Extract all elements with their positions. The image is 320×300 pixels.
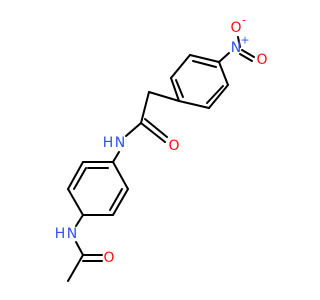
ring1-bond-6-inner xyxy=(175,79,184,98)
ring2-n-bond xyxy=(75,214,84,227)
ring2-bond-5-inner xyxy=(73,167,87,190)
aminophenyl-ring xyxy=(67,161,129,216)
acetyl-methyl-bond xyxy=(67,254,84,282)
nitrophenyl-ring xyxy=(170,54,229,109)
acetamido-n-label: N xyxy=(67,226,77,242)
ring1-bond-4-inner xyxy=(206,85,224,104)
nitro-n-label: N xyxy=(231,40,241,56)
nitro-n-o1-bond xyxy=(237,36,241,48)
nitro-n-charge: + xyxy=(240,34,249,47)
nitro-o2-label: O xyxy=(256,52,267,68)
nitro-o1-charge: - xyxy=(242,14,246,27)
ring1-bond-1 xyxy=(170,54,191,79)
ring2-bond-4 xyxy=(67,188,84,216)
ring1-bond-3 xyxy=(218,61,229,86)
nitro-n-o2-bond-a xyxy=(241,49,255,58)
ring2-bond-2-inner xyxy=(109,188,123,211)
nitro-group xyxy=(218,36,255,63)
nitro-o1-label: O xyxy=(230,20,241,36)
ring1-bond-2-inner xyxy=(192,60,217,68)
nitro-c-n-bond xyxy=(218,52,230,63)
ring1-bond-5 xyxy=(178,100,210,109)
carbonyl-n-bond xyxy=(125,122,142,137)
ring2-bond-1 xyxy=(112,161,129,190)
n-ring2-bond xyxy=(112,151,120,163)
amide-n-label: N xyxy=(115,135,125,151)
ring2-bond-2 xyxy=(112,188,129,216)
ring1-bond-2 xyxy=(189,54,220,63)
carbonyl-o-bond-a xyxy=(140,122,166,143)
carbonyl-o-bond-b xyxy=(144,118,168,138)
n-acetyl-c-bond xyxy=(75,241,84,256)
ring1-bond-4 xyxy=(208,84,229,109)
acetylamino-group xyxy=(67,214,103,282)
acetamide-linker xyxy=(112,91,180,163)
ring1-bond-6 xyxy=(170,77,180,102)
amide-h-label: H xyxy=(103,135,114,151)
canvas-background xyxy=(0,0,300,300)
ring2-bond-5 xyxy=(67,161,84,190)
ch2-ring-bond xyxy=(148,91,180,102)
amide-o-label: O xyxy=(168,138,179,154)
ch2-carbonyl-bond xyxy=(140,91,150,124)
acetyl-o-label: O xyxy=(103,250,114,266)
nitro-n-o2-bond-b xyxy=(239,53,253,62)
molecule-structure: N + O - O O N H N H O xyxy=(0,0,300,300)
acetamido-h-label: H xyxy=(55,226,66,242)
